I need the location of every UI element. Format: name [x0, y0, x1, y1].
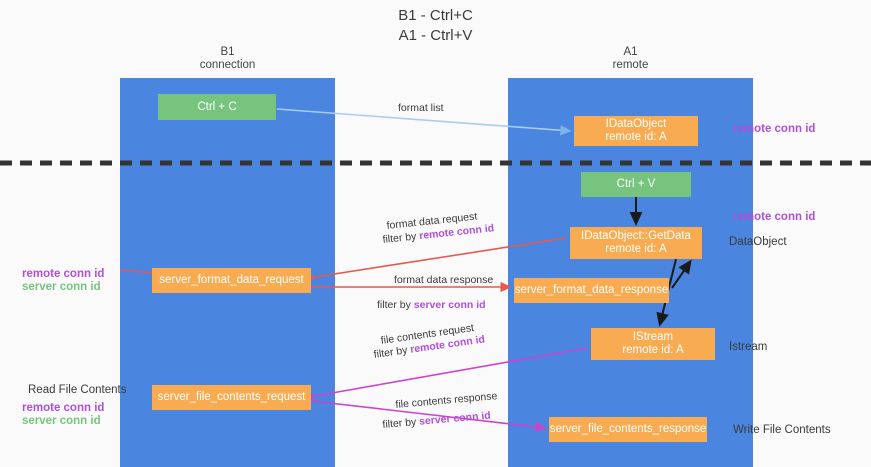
title-line-2: A1 - Ctrl+V	[398, 27, 473, 44]
label-dataobject: DataObject	[729, 236, 787, 248]
lane-header-b1-name: B1	[220, 46, 235, 58]
box-istream-line-2: remote id: A	[622, 344, 684, 356]
lane-header-a1-name: A1	[623, 46, 638, 58]
box-server-format-data-response-label: server_format_data_response	[514, 284, 669, 296]
label-format-data-response-filter: filter by server conn id	[377, 299, 486, 311]
title-line-1: B1 - Ctrl+C	[398, 7, 473, 24]
lane-header-b1-role: connection	[199, 59, 256, 71]
box-server-file-contents-response-label: server_file_contents_response	[549, 423, 707, 435]
label-file-contents-response-filter: filter by server conn id	[382, 410, 491, 431]
box-server-file-contents-response[interactable]: server_file_contents_response	[549, 417, 707, 442]
box-idataobject-line-2: remote id: A	[605, 131, 667, 143]
box-idataobject-line-1: IDataObject	[605, 118, 667, 130]
box-server-format-data-request-label: server_format_data_request	[159, 274, 304, 286]
box-server-file-contents-request[interactable]: server_file_contents_request	[152, 385, 311, 410]
label-write-file-contents: Write File Contents	[733, 424, 831, 436]
label-read-file-contents: Read File Contents	[28, 384, 127, 396]
lane-header-a1-role: remote	[612, 59, 649, 71]
box-ctrl-v-label: Ctrl + V	[616, 178, 656, 190]
filter-prefix: filter by	[377, 299, 414, 311]
box-server-format-data-request[interactable]: server_format_data_request	[152, 268, 311, 293]
filter-prefix: filter by	[382, 415, 420, 431]
label-file-contents-response: file contents response	[395, 390, 498, 411]
filter-key: server conn id	[413, 299, 486, 311]
label-left-server-conn-id: server conn id	[22, 281, 101, 293]
box-server-format-data-response[interactable]: server_format_data_response	[514, 278, 669, 303]
label-format-data-response: format data response	[394, 274, 494, 286]
box-ctrl-c[interactable]: Ctrl + C	[158, 94, 276, 120]
filter-key: server conn id	[418, 409, 492, 428]
filter-prefix: filter by	[373, 343, 412, 361]
label-left-conn-ids: remote conn id server conn id	[22, 268, 104, 294]
label-left-remote-conn-id: remote conn id	[22, 268, 105, 280]
label-left-remote-conn-id-2: remote conn id	[22, 402, 105, 414]
box-ctrl-c-label: Ctrl + C	[197, 100, 237, 113]
box-idataobject[interactable]: IDataObject remote id: A	[574, 116, 698, 146]
label-remote-conn-id-mid: remote conn id	[733, 211, 816, 223]
box-istream-line-1: IStream	[632, 331, 674, 343]
label-left-server-conn-id-2: server conn id	[22, 415, 101, 427]
label-remote-conn-id-top: remote conn id	[733, 123, 816, 135]
box-idataobject-getdata[interactable]: IDataObject::GetData remote id: A	[570, 227, 702, 259]
box-getdata-line-2: remote id: A	[605, 243, 667, 255]
label-left-conn-ids-2: remote conn id server conn id	[22, 402, 104, 428]
lane-header-b1: B1 connection	[150, 46, 305, 72]
box-istream[interactable]: IStream remote id: A	[591, 328, 715, 360]
lane-header-a1: A1 remote	[548, 46, 713, 72]
filter-prefix: filter by	[382, 230, 420, 246]
box-server-file-contents-request-label: server_file_contents_request	[157, 391, 306, 403]
box-ctrl-v[interactable]: Ctrl + V	[581, 172, 691, 197]
page-title: B1 - Ctrl+C A1 - Ctrl+V	[0, 6, 871, 46]
label-istream: Istream	[729, 341, 768, 353]
box-getdata-line-1: IDataObject::GetData	[581, 230, 691, 242]
label-format-list: format list	[398, 102, 444, 114]
